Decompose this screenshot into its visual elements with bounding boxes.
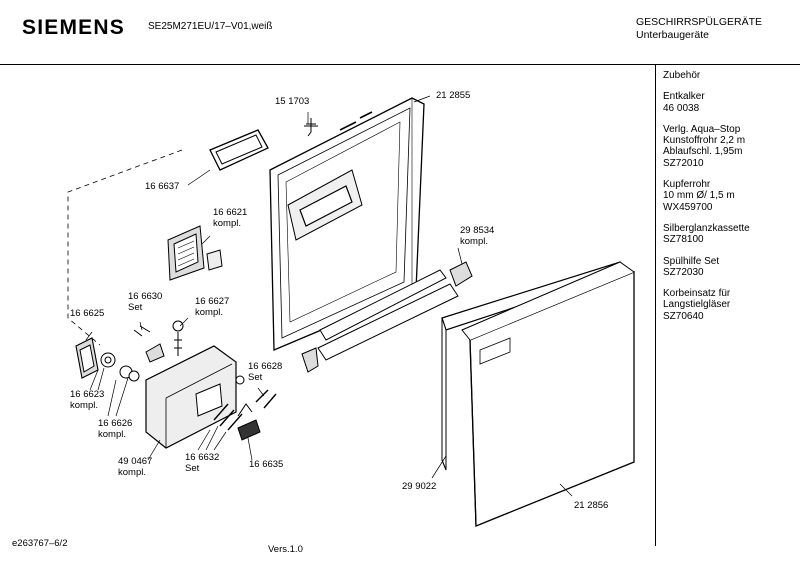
accessory-item: Korbeinsatz für Langstielgläser SZ70640 bbox=[663, 288, 750, 322]
accessory-code: SZ72030 bbox=[663, 266, 704, 278]
category-line: Unterbaugeräte bbox=[636, 29, 709, 41]
category-line: GESCHIRRSPÜLGERÄTE bbox=[636, 16, 763, 28]
door-lock-assembly bbox=[145, 345, 237, 449]
header-divider bbox=[0, 64, 800, 66]
detergent-cover bbox=[167, 225, 223, 281]
accessory-line: Korbeinsatz für bbox=[663, 288, 731, 300]
accessory-line: Langstielgläser bbox=[663, 299, 731, 311]
accessory-line: Ablaufschl. 1,95m bbox=[663, 146, 743, 158]
part-label: 16 6625 bbox=[70, 308, 105, 319]
model-number: SE25M271EU/17–V01,weiß bbox=[148, 21, 273, 32]
category-heading: GESCHIRRSPÜLGERÄTE Unterbaugeräte bbox=[636, 16, 762, 42]
accessory-code: WX459700 bbox=[663, 201, 713, 213]
switch-part bbox=[237, 419, 261, 441]
sidebar-divider bbox=[655, 64, 657, 546]
part-label: 16 6637 bbox=[145, 181, 180, 192]
accessory-code: SZ72010 bbox=[663, 157, 704, 169]
accessory-line: 10 mm Ø/ 1,5 m bbox=[663, 190, 735, 202]
handle-part bbox=[75, 337, 99, 379]
accessory-line: Verlg. Aqua–Stop bbox=[663, 123, 741, 135]
screw-part bbox=[304, 118, 318, 137]
lever-part bbox=[133, 325, 165, 363]
accessory-line: Entkalker bbox=[663, 91, 705, 103]
document-id: e263767–6/2 bbox=[12, 538, 68, 549]
accessory-item: Silberglanzkassette SZ78100 bbox=[663, 223, 750, 246]
accessory-line: Kunstoffrohr 2,2 m bbox=[663, 135, 746, 147]
seal-frame bbox=[209, 129, 269, 171]
rail-strips bbox=[301, 261, 473, 373]
ring-parts bbox=[100, 352, 140, 382]
accessory-code: SZ78100 bbox=[663, 234, 704, 246]
accessory-item: Verlg. Aqua–Stop Kunstoffrohr 2,2 m Abla… bbox=[663, 124, 750, 169]
accessories-title: Zubehör bbox=[663, 70, 701, 81]
brand-logo: SIEMENS bbox=[22, 16, 125, 39]
accessory-item: Kupferrohr 10 mm Ø/ 1,5 m WX459700 bbox=[663, 179, 750, 213]
accessory-line: Spülhilfe Set bbox=[663, 255, 720, 267]
accessories-sidebar: Zubehör Entkalker 46 0038 Verlg. Aqua–St… bbox=[663, 70, 750, 332]
accessory-line: Silberglanzkassette bbox=[663, 222, 750, 234]
accessory-item: Entkalker 46 0038 bbox=[663, 91, 750, 114]
part-label: 21 2855 bbox=[436, 90, 471, 101]
spring-parts bbox=[213, 375, 277, 431]
part-label: 16 6635 bbox=[249, 459, 284, 470]
leader-lines bbox=[85, 95, 573, 497]
dashed-connection-line bbox=[67, 149, 183, 346]
part-label: 29 9022 bbox=[402, 481, 437, 492]
inner-door-panel bbox=[269, 97, 425, 351]
accessory-code: 46 0038 bbox=[663, 102, 700, 114]
accessory-line: Kupferrohr bbox=[663, 179, 711, 191]
front-panel bbox=[461, 261, 635, 527]
accessory-item: Spülhilfe Set SZ72030 bbox=[663, 256, 750, 279]
part-label: 21 2856 bbox=[574, 500, 609, 511]
accessory-code: SZ70640 bbox=[663, 310, 704, 322]
outer-door-panel bbox=[441, 261, 623, 471]
pin-part bbox=[172, 320, 184, 356]
version-label: Vers.1.0 bbox=[268, 544, 303, 555]
part-label: 15 1703 bbox=[275, 96, 310, 107]
